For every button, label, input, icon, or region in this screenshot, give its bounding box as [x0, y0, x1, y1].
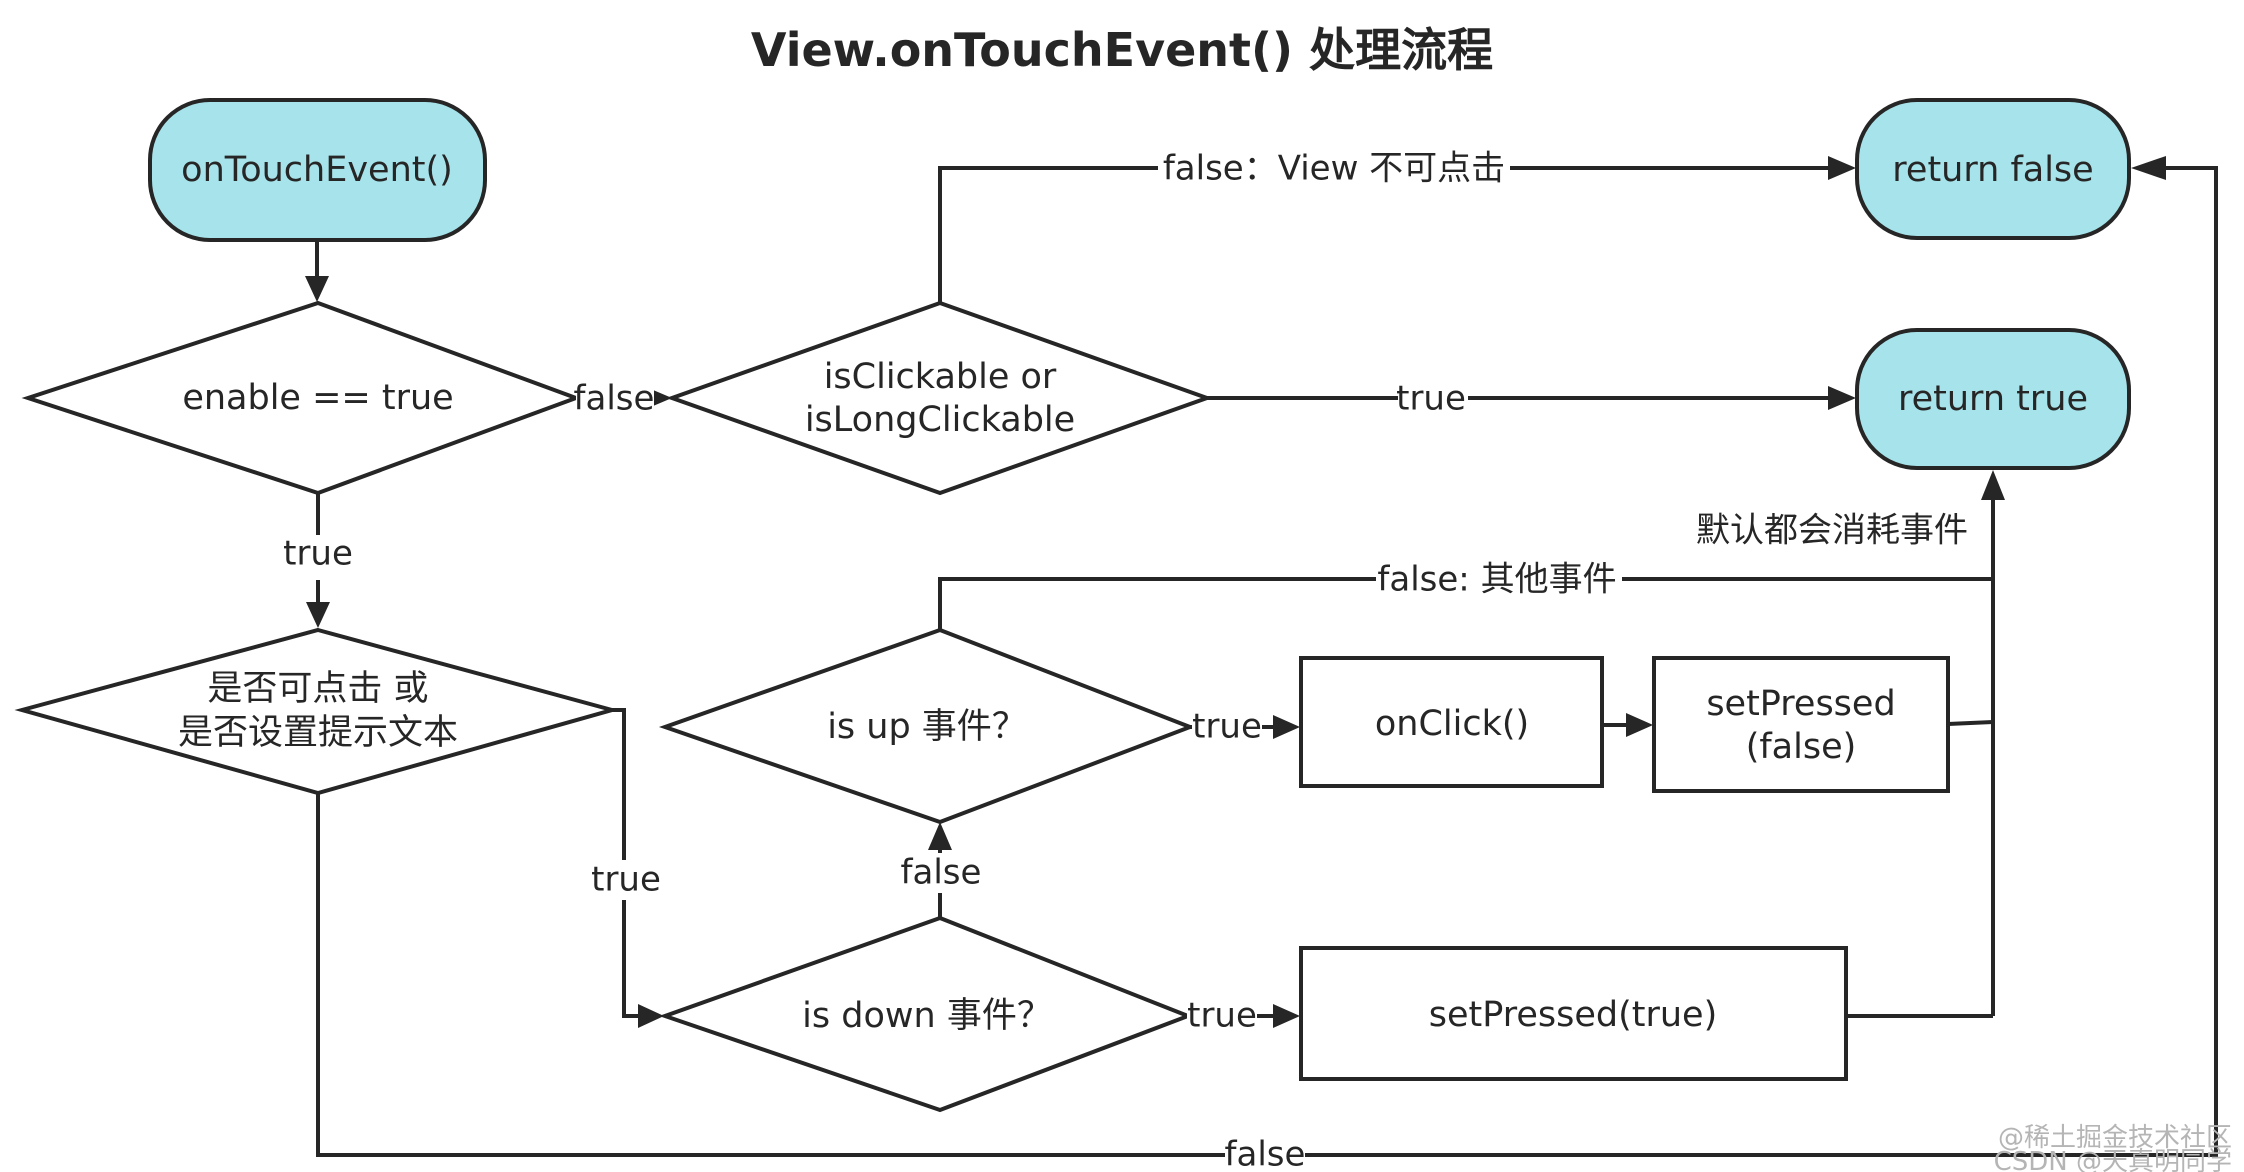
svg-text:false: false [1225, 1135, 1306, 1172]
label-tooltip-true: true [591, 860, 661, 900]
label-down-false: false [901, 853, 982, 893]
svg-text:true: true [1192, 707, 1262, 747]
label-enable-true: true [283, 534, 353, 574]
edge-tooltip-false [316, 156, 2218, 1157]
edge-other-event [938, 577, 1993, 630]
return-false-node: return false [1855, 98, 2131, 240]
label-clickable-true: true [1396, 379, 1468, 419]
onclick-node: onClick() [1299, 656, 1604, 788]
label-down-true: true [1187, 996, 1257, 1037]
svg-text:is up 事件？: is up 事件？ [827, 707, 1027, 747]
start-node: onTouchEvent() [148, 98, 487, 242]
svg-text:isClickable or: isClickable or [824, 357, 1057, 397]
svg-text:false: false [901, 853, 982, 893]
edge-onclick-to-setpressed [1602, 713, 1653, 737]
is-up-decision: is up 事件？ [658, 627, 1196, 825]
svg-text:true: true [1187, 996, 1257, 1036]
svg-text:onClick(): onClick() [1375, 704, 1529, 744]
svg-text:false：View 不可点击: false：View 不可点击 [1163, 149, 1505, 189]
label-default-consume: 默认都会消耗事件 [1696, 511, 1968, 551]
tooltip-decision: 是否可点击 或 是否设置提示文本 [14, 627, 620, 796]
svg-text:return false: return false [1892, 150, 2093, 190]
set-pressed-false-node: setPressed (false) [1652, 656, 1950, 793]
return-true-node: return true [1855, 328, 2131, 470]
diagram-title: View.onTouchEvent() 处理流程 [750, 23, 1494, 77]
svg-text:CSDN @天真明同学: CSDN @天真明同学 [1994, 1147, 2232, 1172]
label-other-event: false: 其他事件 [1376, 559, 1622, 601]
svg-text:@稀土掘金技术社区: @稀土掘金技术社区 [1998, 1123, 2232, 1153]
svg-text:是否可点击 或: 是否可点击 或 [207, 669, 428, 709]
svg-text:是否设置提示文本: 是否设置提示文本 [178, 713, 458, 753]
enable-decision: enable == true [21, 300, 582, 496]
edge-set-pressed-false-to-true [1947, 720, 1994, 726]
svg-text:setPressed(true): setPressed(true) [1429, 995, 1718, 1035]
svg-text:false: 其他事件: false: 其他事件 [1377, 560, 1616, 600]
svg-text:enable == true: enable == true [182, 378, 453, 418]
edge-not-clickable [938, 156, 1856, 303]
svg-text:return true: return true [1898, 379, 2088, 419]
svg-text:false: false [574, 379, 655, 419]
svg-text:true: true [591, 860, 661, 900]
set-pressed-true-node: setPressed(true) [1299, 946, 1848, 1081]
edge-start-to-enable [305, 240, 329, 302]
edge-into-return-true [1981, 470, 2005, 1016]
svg-text:isLongClickable: isLongClickable [805, 400, 1075, 440]
label-up-true: true [1192, 707, 1262, 747]
label-not-clickable: false：View 不可点击 [1158, 148, 1510, 190]
svg-text:(false): (false) [1746, 727, 1857, 767]
clickable-decision: isClickable or isLongClickable [666, 300, 1213, 496]
edge-enable-true [306, 493, 330, 628]
label-enable-false: false [574, 379, 655, 419]
svg-text:is down 事件？: is down 事件？ [802, 996, 1052, 1036]
svg-text:默认都会消耗事件: 默认都会消耗事件 [1696, 511, 1968, 551]
edge-clickable-true [1207, 386, 1856, 410]
is-down-decision: is down 事件？ [658, 915, 1194, 1113]
svg-text:setPressed: setPressed [1706, 684, 1895, 724]
svg-text:true: true [283, 534, 353, 574]
watermark: @稀土掘金技术社区 CSDN @天真明同学 [1994, 1123, 2232, 1172]
svg-text:true: true [1396, 379, 1466, 419]
svg-text:onTouchEvent(): onTouchEvent() [181, 150, 453, 190]
label-tooltip-false: false [1225, 1135, 1306, 1172]
